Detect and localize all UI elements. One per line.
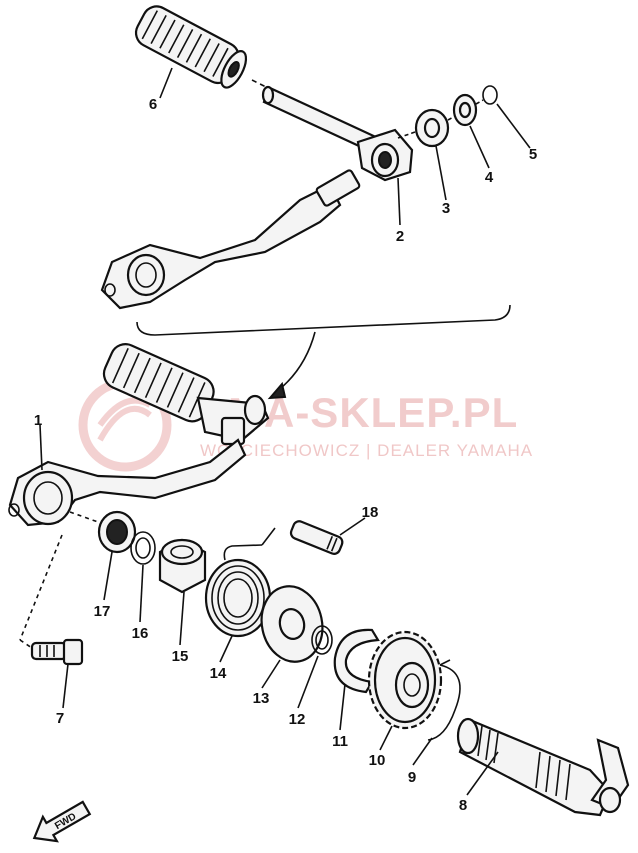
callout-13: 13 [253,690,270,707]
watermark-logo-mark [97,397,152,442]
part-18-pin [289,520,344,555]
callout-6: 6 [149,96,157,113]
part-10-kick-gear [367,630,443,730]
lower-exploded-parts [19,510,630,817]
callout-2: 2 [396,228,404,245]
part-7-bolt [30,638,84,666]
part-13-washer [260,585,324,663]
top-kick-lever-assembly [100,5,511,400]
callout-16: 16 [132,625,149,642]
callout-8: 8 [459,797,467,814]
callout-1: 1 [34,412,42,429]
callout-14: 14 [210,665,227,682]
watermark-sub-text: WOJCIECHOWICZ | DEALER YAMAHA [200,441,533,460]
callout-17: 17 [94,603,111,620]
callout-labels: 6 2 3 4 5 1 18 17 16 15 14 13 12 11 10 9… [34,96,537,814]
callout-11: 11 [332,733,348,750]
part-17-oil-seal [97,510,137,554]
part-15-spring-guide [158,538,207,594]
part-6-rubber-grip [134,5,248,89]
part-9-spring-clip [427,659,461,741]
callout-3: 3 [442,200,450,217]
callout-18: 18 [362,504,379,521]
watermark: MA-SKLEP.PL WOJCIECHOWICZ | DEALER YAMAH… [78,378,533,472]
callout-10: 10 [369,752,386,769]
callout-12: 12 [289,711,306,728]
part-16-circlip [130,531,156,565]
callout-5: 5 [529,146,537,163]
part-12-circlip [311,625,333,655]
callout-4: 4 [485,169,494,186]
part-14-torsion-spring [204,527,276,638]
part-1-kick-crank-assembly [8,343,270,527]
part-11-clip [333,628,380,694]
fwd-arrow-icon: FWD [32,800,92,843]
leader-lines [39,67,531,796]
callout-7: 7 [56,710,64,727]
callout-9: 9 [408,769,416,786]
part-8-kick-shaft [456,717,630,817]
callout-15: 15 [172,648,189,665]
